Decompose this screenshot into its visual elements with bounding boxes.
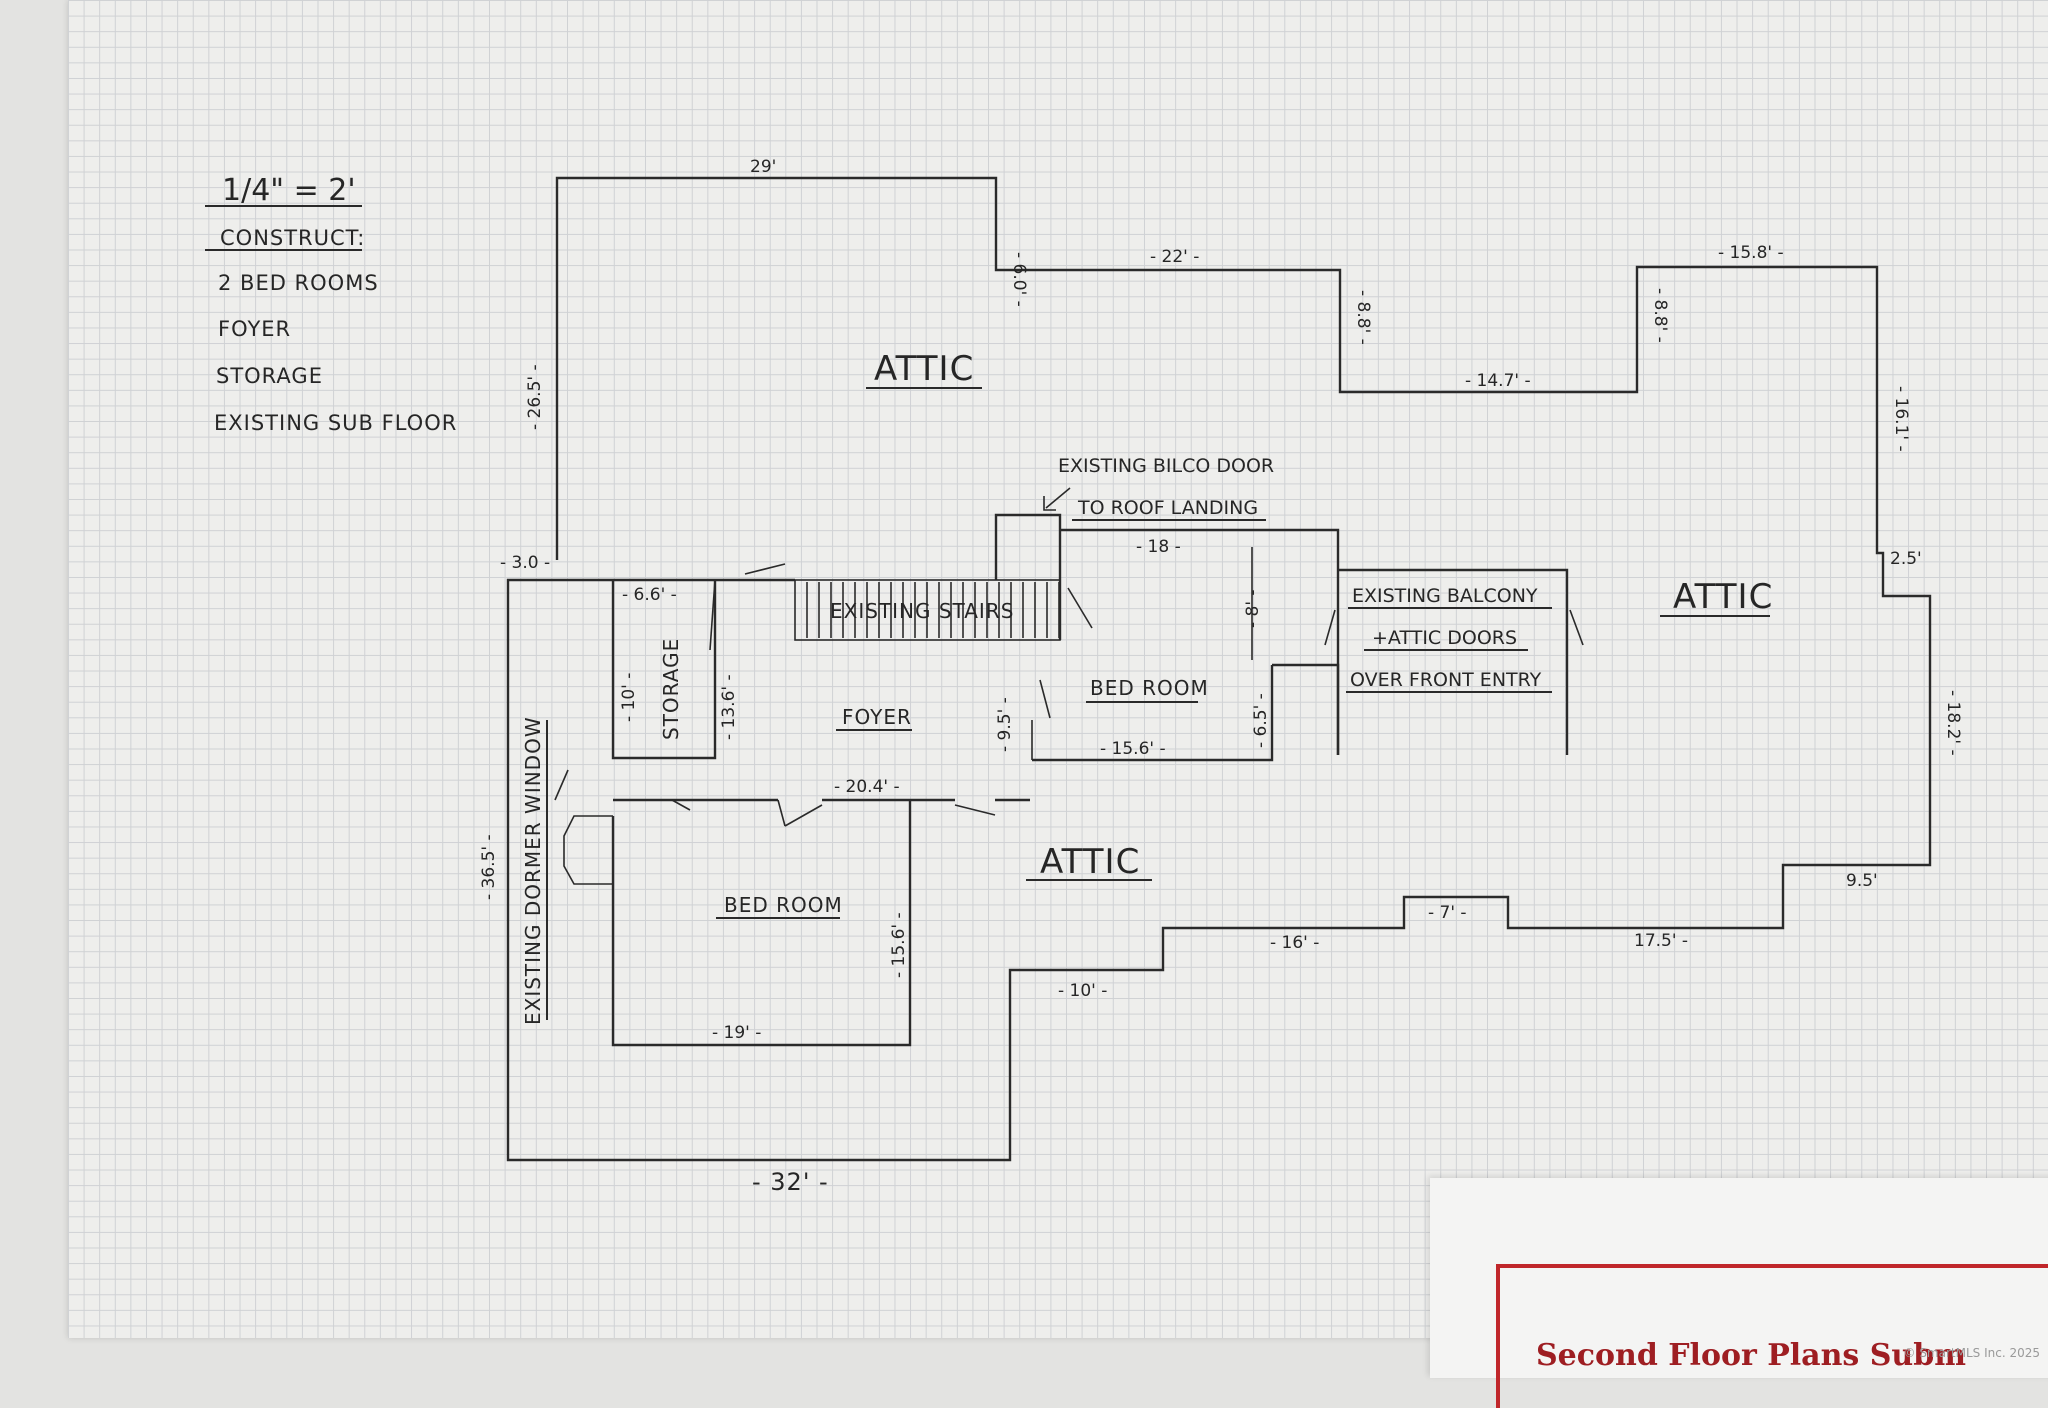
dim-bedroom-side-low: - 6.5' -	[1251, 693, 1271, 748]
storage-label: STORAGE	[659, 638, 683, 740]
right-bedroom-wall	[1060, 528, 1340, 755]
red-frame	[1496, 1264, 2048, 1408]
dim-notch-left: - 8.8' -	[1353, 290, 1373, 345]
second-floor-plans-sheet: Second Floor Plans Subm	[1430, 1178, 2048, 1408]
attic-upper-label: ATTIC	[874, 349, 974, 389]
dim-step-top: - 6.0' -	[1009, 252, 1029, 307]
exterior-wall-outline	[506, 176, 1932, 1162]
dim-left-top: - 26.5' -	[525, 364, 545, 430]
balcony-label-2: +ATTIC DOORS	[1372, 627, 1517, 649]
dim-bump: - 7' -	[1428, 903, 1467, 923]
door-swing-3	[784, 804, 823, 827]
dim-notch-bottom: - 14.7' -	[1465, 371, 1531, 391]
construct-heading: CONSTRUCT:	[220, 226, 365, 250]
watermark: © SmartMLS Inc. 2025	[1903, 1346, 2041, 1360]
balcony-door-right	[1569, 609, 1584, 646]
dim-foyer-bottom: - 20.4' -	[834, 777, 900, 797]
bedroom-lower-label: BED ROOM	[724, 893, 843, 917]
floor-plan-drawing: 1/4" = 2' CONSTRUCT: 2 BED ROOMS FOYER S…	[205, 157, 1963, 1196]
dim-bottom: - 32' -	[752, 1168, 829, 1196]
dim-right-step: 2.5'	[1890, 549, 1922, 569]
dormer-window-bay	[563, 815, 613, 885]
dim-bottom-mid: - 16' -	[1270, 933, 1319, 953]
bedroom-right-label: BED ROOM	[1090, 676, 1209, 700]
right-bedroom-door	[1039, 679, 1051, 719]
bilco-landing-wall	[994, 513, 1062, 640]
construct-item-4: EXISTING SUB FLOOR	[214, 411, 457, 435]
dim-right-bottom-step: 9.5'	[1846, 871, 1878, 891]
door-swing-2	[777, 799, 786, 827]
dim-storage-top: - 6.6' -	[622, 585, 677, 605]
stairs-label: EXISTING STAIRS	[830, 599, 1014, 623]
dim-foyer-right: - 9.5' -	[995, 697, 1015, 752]
bilco-arrow-head	[1043, 496, 1056, 511]
dim-bottom-right: 17.5' -	[1634, 931, 1688, 951]
dim-storage-side: - 10' -	[619, 673, 639, 722]
dim-left-bottom: - 36.5' -	[479, 834, 499, 900]
dim-bedroom-bottom: - 15.6' -	[1100, 739, 1166, 759]
door-swing-1	[671, 799, 691, 811]
dim-notch-right: - 8.8' -	[1650, 288, 1670, 343]
dim-lower-bed-side: - 15.6' -	[889, 912, 909, 978]
dim-top: 29'	[750, 157, 776, 177]
sheet-caption: Second Floor Plans Subm	[1536, 1338, 1966, 1373]
right-bedroom-bottom	[1032, 665, 1274, 762]
dim-step-low: - 10' -	[1058, 981, 1107, 1001]
construct-item-3: STORAGE	[216, 364, 323, 388]
lower-bedroom-wall	[611, 800, 912, 1047]
dim-upper-mid: - 22' -	[1150, 247, 1199, 267]
bilco-door-swing	[1067, 587, 1093, 629]
balcony-wall	[1338, 568, 1569, 755]
right-bedroom-lower-wall	[1272, 663, 1340, 755]
bilco-label-1: EXISTING BILCO DOOR	[1058, 455, 1274, 477]
construct-item-2: FOYER	[218, 317, 291, 341]
dim-storage-right: - 13.6' -	[719, 674, 739, 740]
balcony-door-left	[1324, 609, 1336, 646]
attic-lower-label: ATTIC	[1040, 842, 1140, 882]
dim-lower-bed-bottom: - 19' -	[712, 1023, 761, 1043]
balcony-label-3: OVER FRONT ENTRY	[1350, 669, 1542, 691]
dormer-label: EXISTING DORMER WINDOW	[521, 716, 545, 1025]
balcony-label-1: EXISTING BALCONY	[1352, 585, 1538, 607]
attic-right-label: ATTIC	[1673, 577, 1773, 617]
dim-left-step: - 3.0 -	[500, 553, 550, 573]
bilco-arrow	[1045, 487, 1071, 509]
storage-door	[709, 579, 716, 651]
bilco-label-2: TO ROOF LANDING	[1077, 497, 1258, 519]
foyer-label: FOYER	[842, 705, 912, 729]
construct-item-1: 2 BED ROOMS	[218, 271, 379, 295]
stair-door-swing	[744, 563, 786, 575]
door-swing-4	[954, 804, 996, 816]
storage-wall	[611, 580, 717, 760]
graph-paper-sheet: 1/4" = 2' CONSTRUCT: 2 BED ROOMS FOYER S…	[68, 0, 2048, 1338]
dormer-arrow	[554, 769, 569, 801]
dim-bedroom-top: - 18 -	[1136, 537, 1181, 557]
dim-right-bottom: - 18.2' -	[1943, 690, 1963, 756]
dim-bedroom-side: - 8' -	[1243, 589, 1263, 628]
scale-note: 1/4" = 2'	[222, 173, 356, 208]
dim-right-top: - 16.1' -	[1891, 386, 1911, 452]
dim-upper-right: - 15.8' -	[1718, 243, 1784, 263]
